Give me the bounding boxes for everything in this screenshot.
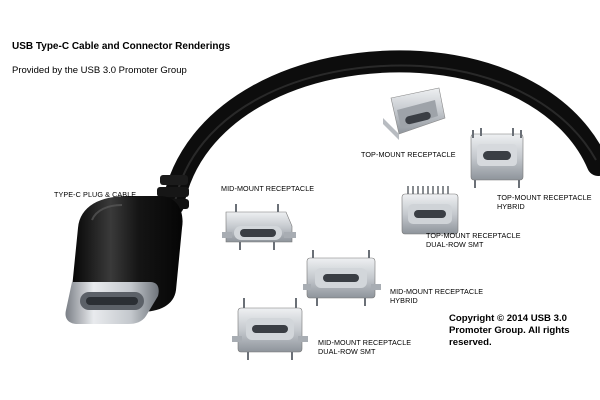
label-mid-mount-dual-row-line1: MID-MOUNT RECEPTACLE — [318, 338, 412, 347]
label-plug-cable: TYPE-C PLUG & CABLE — [54, 190, 137, 199]
page-title: USB Type-C Cable and Connector Rendering… — [12, 41, 231, 52]
mid-mount-receptacle-dual-row-icon — [232, 298, 308, 360]
label-mid-mount-hybrid: MID-MOUNT RECEPTACLE HYBRID — [390, 287, 483, 306]
usb-c-plug-icon — [65, 282, 159, 324]
mid-mount-receptacle-icon — [222, 204, 296, 250]
top-mount-receptacle-icon — [383, 87, 446, 140]
label-top-mount-dual-row-line2: DUAL-ROW SMT — [426, 240, 484, 250]
label-mid-mount-dual-row: MID-MOUNT RECEPTACLE DUAL-ROW SMT — [318, 338, 411, 357]
label-top-mount-hybrid-line2: HYBRID — [497, 202, 525, 212]
label-top-mount-hybrid-line1: TOP-MOUNT RECEPTACLE — [497, 193, 592, 202]
top-mount-receptacle-dual-row-icon — [401, 186, 459, 235]
label-top-mount-hybrid: TOP-MOUNT RECEPTACLE HYBRID — [497, 193, 592, 212]
top-mount-receptacle-hybrid-icon — [470, 128, 524, 188]
page-subtitle: Provided by the USB 3.0 Promoter Group — [12, 65, 187, 76]
label-mid-mount-dual-row-line2: DUAL-ROW SMT — [318, 347, 376, 357]
mid-mount-receptacle-hybrid-icon — [303, 250, 381, 306]
label-mid-mount-hybrid-line1: MID-MOUNT RECEPTACLE — [390, 287, 484, 296]
copyright-notice: Copyright © 2014 USB 3.0 Promoter Group.… — [449, 313, 570, 348]
cable-icon — [162, 50, 600, 216]
label-mid-mount-hybrid-line2: HYBRID — [390, 296, 418, 306]
label-top-mount-dual-row: TOP-MOUNT RECEPTACLE DUAL-ROW SMT — [426, 231, 521, 250]
label-top-mount-dual-row-line1: TOP-MOUNT RECEPTACLE — [426, 231, 521, 240]
label-top-mount: TOP-MOUNT RECEPTACLE — [361, 150, 456, 159]
label-mid-mount: MID-MOUNT RECEPTACLE — [221, 184, 315, 193]
